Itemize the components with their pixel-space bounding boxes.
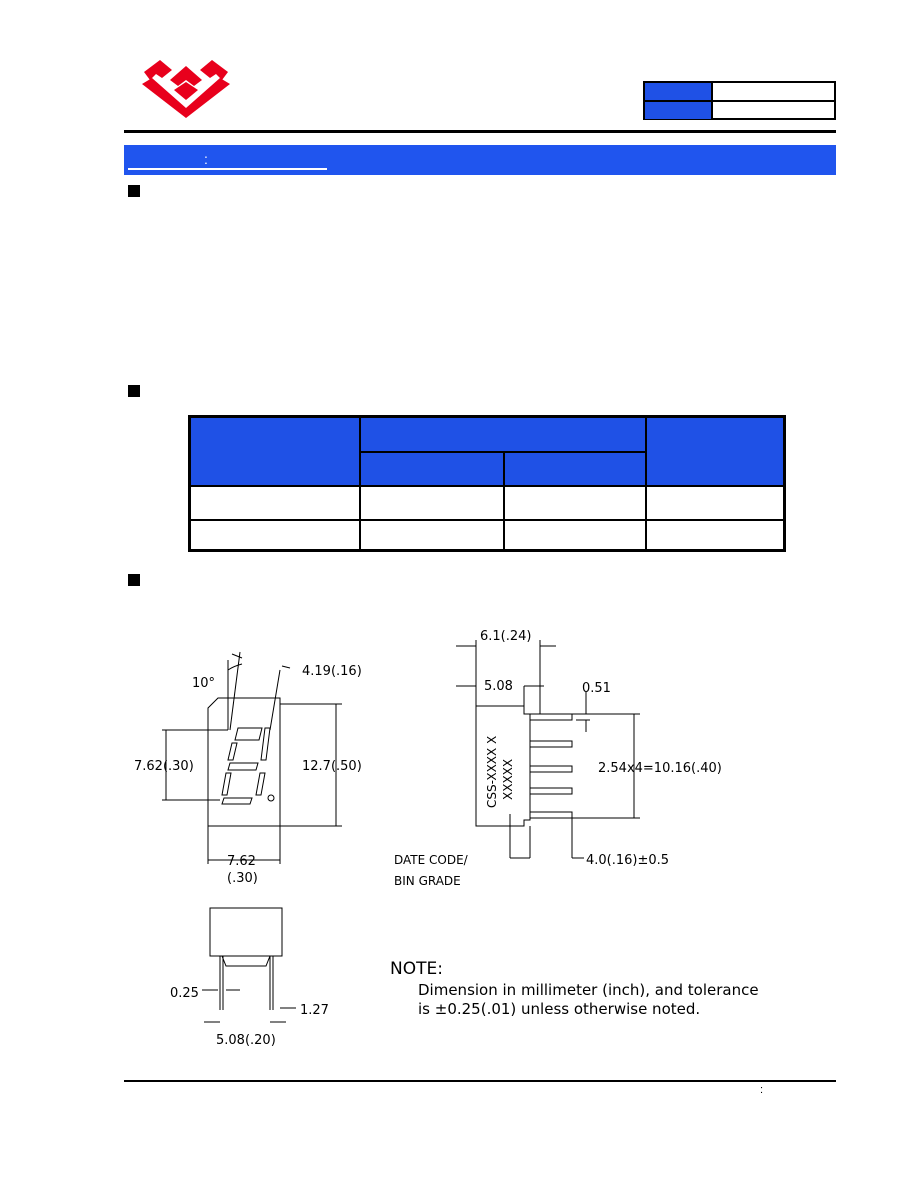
section-bullet-icon — [128, 385, 140, 397]
marking-line2: XXXXX — [501, 759, 515, 800]
dim-depth: 6.1(.24) — [480, 629, 532, 644]
title-text: : — [204, 151, 208, 167]
section-bullet-icon — [128, 185, 140, 197]
dim-pin-width: 0.25 — [170, 986, 199, 1001]
spec-cell — [191, 487, 359, 519]
table-divider — [191, 519, 783, 521]
document-info-key — [645, 83, 713, 100]
dim-width-inch: (.30) — [227, 871, 258, 886]
document-info-row — [645, 83, 834, 102]
table-divider — [645, 418, 647, 549]
dim-width: 7.62 — [227, 854, 256, 869]
document-info-table — [643, 81, 836, 120]
dim-body-depth: 5.08 — [484, 679, 513, 694]
bin-grade-label: BIN GRADE — [394, 874, 461, 888]
spec-cell — [361, 521, 503, 549]
top-divider — [124, 130, 836, 133]
spec-cell — [647, 487, 783, 519]
front-view — [162, 651, 342, 864]
section-bullet-icon — [128, 574, 140, 586]
dim-pitch: 2.54x4=10.16(.40) — [598, 761, 722, 776]
table-divider — [503, 451, 505, 549]
table-divider — [359, 451, 645, 453]
side-view — [456, 640, 640, 859]
spec-table — [188, 415, 786, 552]
document-info-value — [713, 83, 834, 100]
dim-seg-offset: 4.19(.16) — [302, 664, 362, 679]
dim-pin-length: 4.0(.16)±0.5 — [586, 853, 669, 868]
company-logo-icon — [142, 60, 230, 118]
package-drawing: 10° 4.19(.16) 7.62(.30) 12.7(.50) 7.62 (… — [134, 629, 759, 1048]
spec-cell — [191, 521, 359, 549]
spec-cell — [505, 521, 645, 549]
dim-pin-thick: 0.51 — [582, 681, 611, 696]
document-info-value — [713, 102, 834, 119]
document-info-key — [645, 102, 713, 119]
table-divider — [359, 418, 361, 549]
footer-text: : — [760, 1084, 764, 1096]
dim-angle: 10° — [192, 676, 215, 691]
spec-cell — [647, 521, 783, 549]
bottom-divider — [124, 1080, 836, 1082]
document-info-row — [645, 102, 834, 119]
note-title: NOTE: — [390, 959, 443, 979]
title-bar: : — [124, 145, 836, 175]
marking-line1: CSS-XXXX X — [485, 736, 499, 808]
dim-pin-span: 5.08(.20) — [216, 1033, 276, 1048]
dim-pin-space: 1.27 — [300, 1003, 329, 1018]
note-line2: is ±0.25(.01) unless otherwise noted. — [418, 1000, 700, 1018]
spec-cell — [505, 487, 645, 519]
dim-body-height: 12.7(.50) — [302, 759, 362, 774]
bottom-view — [202, 907, 296, 1023]
title-underline — [128, 168, 327, 170]
spec-cell — [361, 487, 503, 519]
date-code-label: DATE CODE/ — [394, 853, 469, 867]
dim-digit-height: 7.62(.30) — [134, 759, 194, 774]
table-divider — [191, 485, 783, 487]
note-line1: Dimension in millimeter (inch), and tole… — [418, 981, 759, 999]
